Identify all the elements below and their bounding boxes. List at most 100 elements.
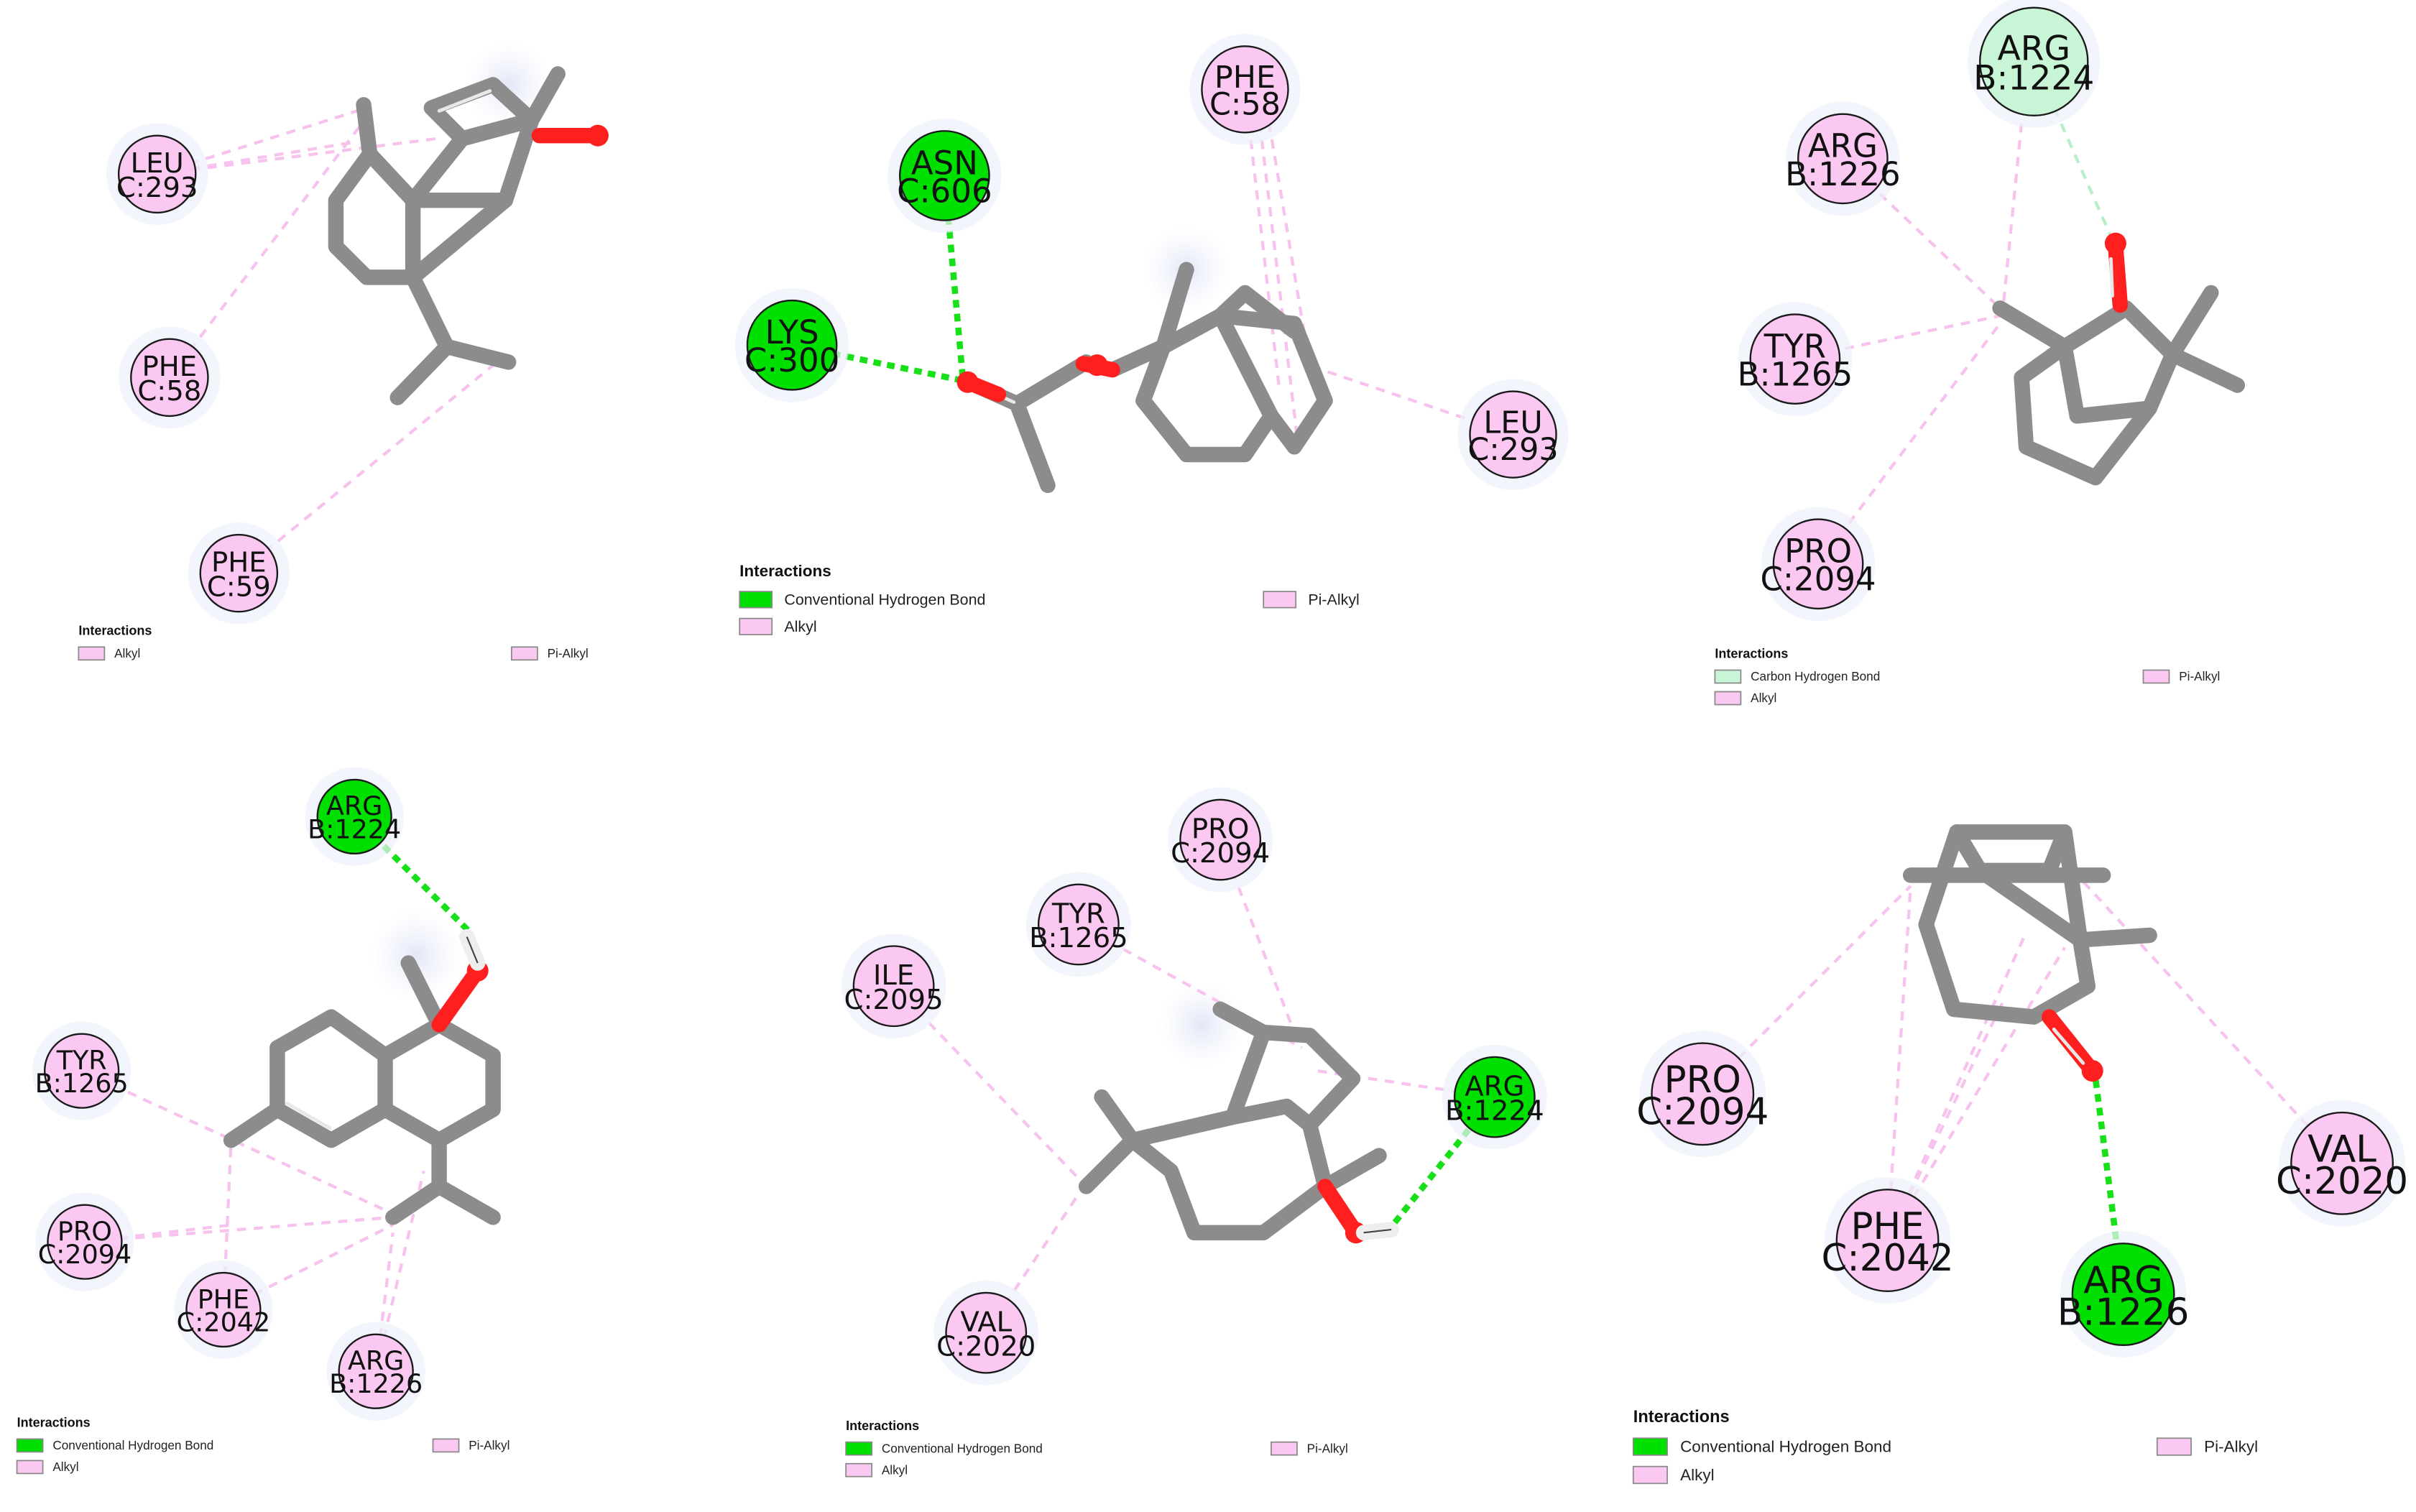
legend-swatch xyxy=(1714,691,1742,706)
residue-disc xyxy=(185,1271,262,1348)
residue-id: C:606 xyxy=(897,172,992,210)
residue-disc xyxy=(338,1333,414,1409)
residue-name: PHE xyxy=(1214,60,1276,96)
legend-title: Interactions xyxy=(739,562,831,580)
residue-id: C:2094 xyxy=(1636,1091,1769,1134)
double-bond-highlight xyxy=(437,89,492,113)
ligand-glow xyxy=(1158,981,1245,1068)
legend-label: Conventional Hydrogen Bond xyxy=(1680,1437,1891,1455)
legend-title: Interactions xyxy=(1633,1408,1730,1426)
residue-id: C:2094 xyxy=(38,1239,132,1270)
molecule-bond xyxy=(389,269,455,405)
residue-disc xyxy=(130,338,209,418)
molecule-bond xyxy=(269,1040,393,1148)
residue-name: ILE xyxy=(873,959,914,992)
residue-disc xyxy=(44,1033,120,1109)
molecule-bond xyxy=(1212,285,1302,339)
residue-disc xyxy=(47,1204,123,1280)
interaction-line xyxy=(84,1215,393,1244)
legend-label: Pi-Alkyl xyxy=(2179,669,2220,683)
residue-name: ARG xyxy=(1465,1070,1524,1102)
residue-disc xyxy=(1037,883,1120,966)
legend-label: Alkyl xyxy=(1680,1466,1715,1484)
legend-title: Interactions xyxy=(846,1419,919,1433)
residue-name: ARG xyxy=(2083,1259,2163,1302)
legend-swatch xyxy=(16,1460,44,1475)
residue-name: ARG xyxy=(348,1345,404,1376)
residue-id: C:58 xyxy=(137,375,201,407)
residue-id: C:2020 xyxy=(936,1330,1036,1363)
residue-name: TYR xyxy=(1763,327,1826,365)
legend-swatch xyxy=(1263,591,1297,609)
interaction-line xyxy=(1701,885,1912,1095)
residue-name: LEU xyxy=(131,147,184,180)
molecule-bond xyxy=(1949,824,2072,879)
legend-title: Interactions xyxy=(17,1415,91,1429)
molecule-bond xyxy=(269,1009,501,1148)
interaction-line xyxy=(157,137,437,176)
legend-label: Alkyl xyxy=(784,618,816,635)
residue-id: B:1226 xyxy=(329,1368,423,1399)
legend-label: Pi-Alkyl xyxy=(548,646,589,660)
residue-id: C:2042 xyxy=(1821,1237,1953,1280)
legend-swatch xyxy=(739,591,773,609)
legend-label: Alkyl xyxy=(52,1460,78,1474)
legend-swatch xyxy=(1714,669,1742,684)
oxygen-bond xyxy=(2041,1009,2101,1079)
molecule-bond xyxy=(405,77,540,208)
legend-swatch xyxy=(510,646,538,661)
interaction-line xyxy=(985,1193,1080,1334)
interaction-line xyxy=(80,1069,402,1219)
residue-disc xyxy=(1749,313,1841,405)
legend-swatch xyxy=(1632,1437,1668,1456)
residue-name: PHE xyxy=(198,1283,249,1314)
residue-disc xyxy=(1797,113,1889,205)
residue-name: TYR xyxy=(1051,898,1105,930)
residue-disc xyxy=(1201,45,1289,134)
molecule-bond xyxy=(328,97,421,285)
legend-swatch xyxy=(1271,1441,1298,1456)
molecule-bond xyxy=(439,338,517,370)
residue-name: PRO xyxy=(1784,533,1852,571)
residue-name: TYR xyxy=(56,1045,107,1076)
residue-id: C:2042 xyxy=(177,1306,270,1337)
residue-disc xyxy=(316,778,392,855)
double-bond-highlight xyxy=(285,1101,332,1130)
molecule-bond xyxy=(431,1179,501,1225)
interaction-line xyxy=(168,122,364,379)
residue-id: B:1226 xyxy=(1785,155,1901,193)
panel-4: ARGB:1224TYRB:1265PROC:2094PHEC:2042ARGB… xyxy=(16,767,510,1475)
residue-id: B:1265 xyxy=(1029,922,1128,954)
legend-title: Interactions xyxy=(78,623,152,637)
residue-name: VAL xyxy=(2307,1128,2376,1171)
residue-id: C:59 xyxy=(207,571,271,603)
residue-name: PHE xyxy=(1850,1205,1924,1248)
legend-label: Pi-Alkyl xyxy=(2204,1437,2258,1455)
interaction-line xyxy=(893,985,1088,1188)
residue-name: PRO xyxy=(1664,1059,1741,1102)
double-bond-highlight xyxy=(2109,257,2114,298)
residue-name: PRO xyxy=(57,1216,112,1247)
legend-swatch xyxy=(1632,1465,1668,1485)
oxygen-bond xyxy=(431,963,486,1033)
oxygen-atom xyxy=(1086,354,1108,377)
molecule-bond xyxy=(1125,1098,1333,1241)
residue-id: B:1226 xyxy=(2057,1291,2190,1334)
residue-id: B:1224 xyxy=(1445,1094,1544,1127)
residue-disc xyxy=(1651,1042,1755,1146)
molecule-bond xyxy=(1212,1001,1271,1041)
